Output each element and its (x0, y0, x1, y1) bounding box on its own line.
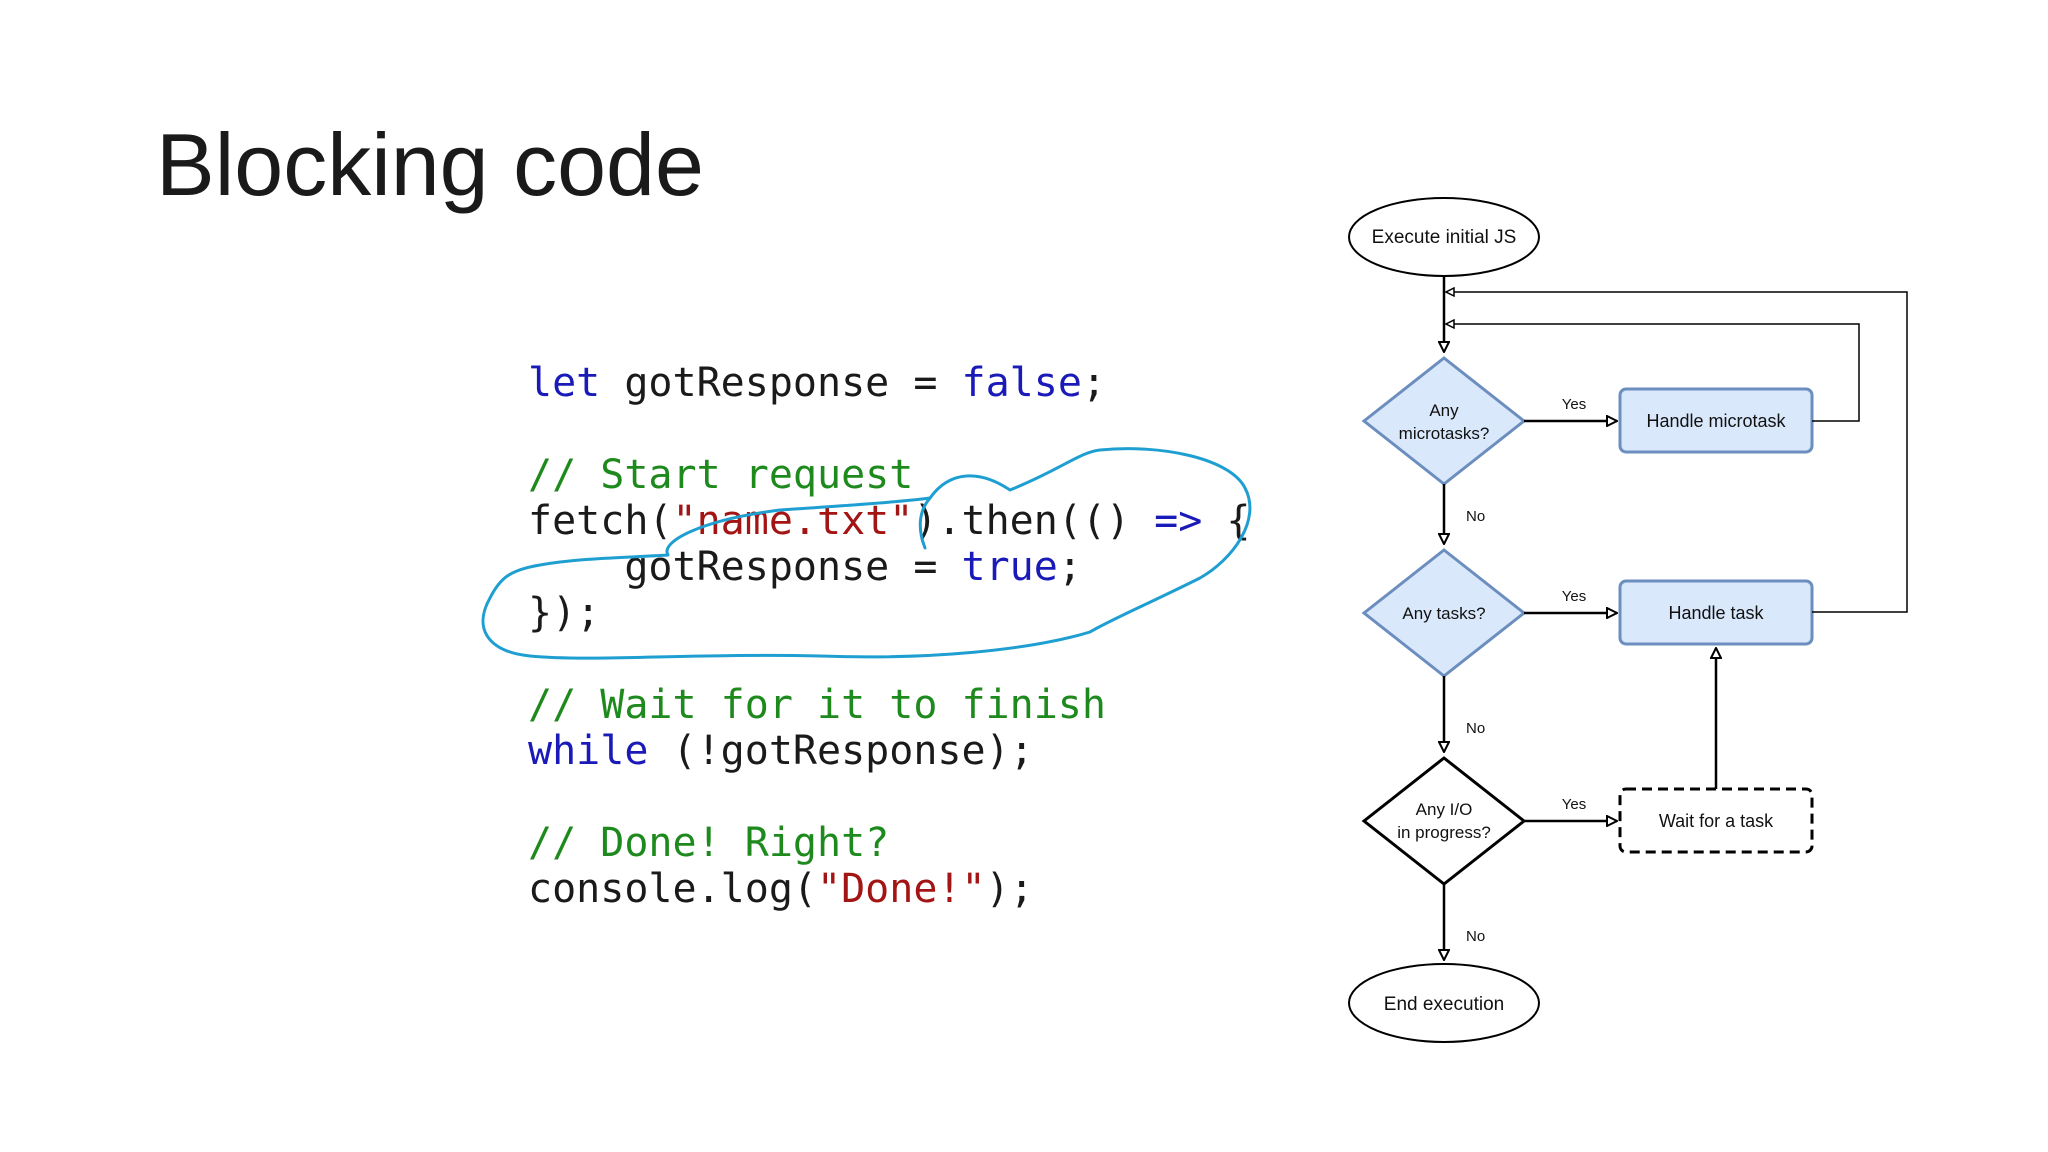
code-line: while (!gotResponse); (528, 728, 1251, 774)
code-line: // Wait for it to finish (528, 682, 1251, 728)
code-token: let (528, 360, 601, 406)
code-token: ; (1081, 360, 1106, 406)
microtasks-decision (1361, 356, 1527, 486)
code-token: while (528, 728, 649, 774)
code-token: "Done!" (816, 866, 986, 912)
microtasks-no-label: No (1466, 508, 1485, 525)
tasks-label: Any tasks? (1402, 604, 1485, 623)
tasks-no-label: No (1466, 720, 1485, 737)
code-line: console.log("Done!"); (528, 866, 1251, 912)
edge-microtask-loop (1446, 324, 1860, 422)
start-label: Execute initial JS (1372, 227, 1517, 248)
io-no-label: No (1466, 928, 1485, 945)
wait-task-label: Wait for a task (1659, 811, 1774, 831)
edge-task-loop (1446, 292, 1908, 613)
io-label-2: in progress? (1397, 823, 1491, 842)
code-token: false (961, 360, 1082, 406)
io-label-1: Any I/O (1416, 800, 1473, 819)
code-token: console.log( (528, 866, 817, 912)
io-yes-label: Yes (1562, 796, 1586, 813)
code-line: let gotResponse = false; (528, 360, 1251, 406)
code-token: gotResponse = (600, 360, 962, 406)
end-label: End execution (1384, 994, 1504, 1015)
code-token: // Wait for it to finish (528, 682, 1106, 728)
slide-title: Blocking code (156, 115, 704, 214)
end-node (1348, 963, 1540, 1043)
handle-microtask-label: Handle microtask (1646, 411, 1786, 431)
microtasks-yes-label: Yes (1562, 396, 1586, 413)
code-line: // Done! Right? (528, 820, 1251, 866)
microtasks-label-2: microtasks? (1399, 424, 1490, 443)
code-token: // Done! Right? (528, 820, 890, 866)
io-decision (1361, 756, 1527, 886)
code-token: ); (985, 866, 1034, 912)
tasks-yes-label: Yes (1562, 588, 1586, 605)
handle-task-label: Handle task (1668, 603, 1764, 623)
code-token: (!gotResponse); (648, 728, 1034, 774)
microtasks-label-1: Any (1429, 401, 1459, 420)
